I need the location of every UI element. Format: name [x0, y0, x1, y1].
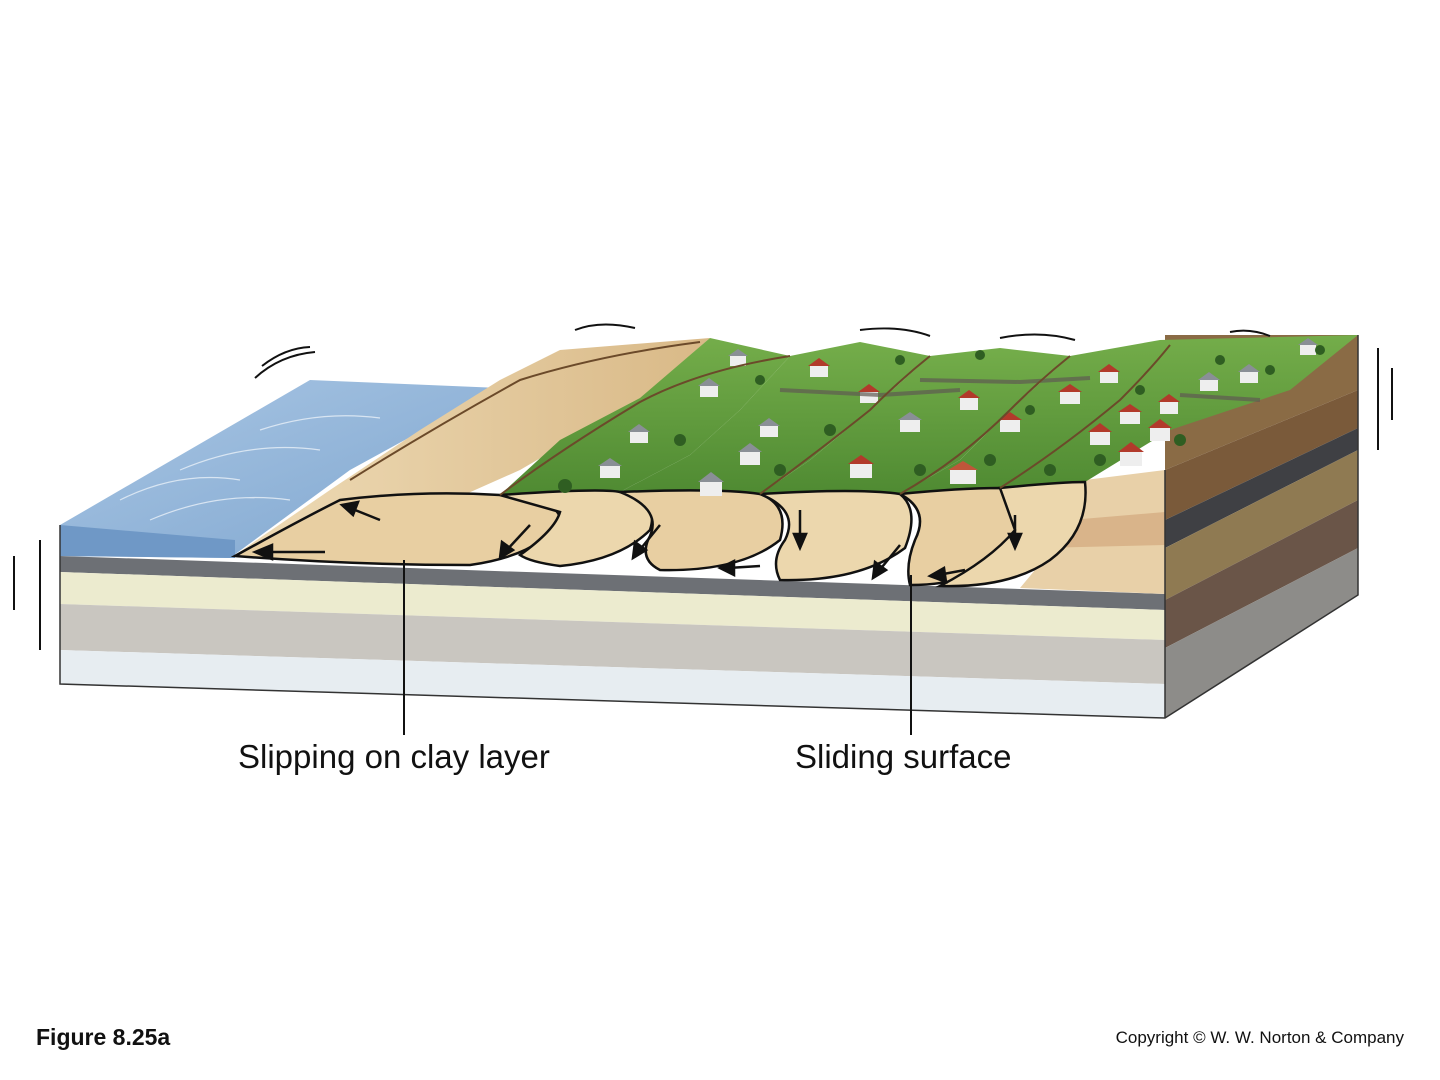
- slip-arrows: [251, 500, 1023, 584]
- house-icon: [1298, 338, 1318, 355]
- callout-leaders: [403, 560, 912, 735]
- grass-block-1: [500, 338, 790, 495]
- tree-icon: [774, 464, 786, 476]
- house-icon: [758, 418, 780, 437]
- arrow-rot-6-head: [871, 559, 889, 581]
- figure-number: Figure 8.25a: [36, 1024, 171, 1050]
- side-brown: [1165, 390, 1358, 520]
- tree-icon: [824, 424, 836, 436]
- house-icon: [698, 378, 720, 397]
- house-icon: [738, 443, 762, 465]
- shake-mark: [999, 333, 1076, 341]
- arrow-clay-slip-head: [251, 543, 274, 561]
- house-icon: [948, 461, 978, 484]
- house-icon: [598, 458, 622, 478]
- arrow-rot-4-head: [792, 532, 808, 552]
- copyright-notice: Copyright © W. W. Norton & Company: [1115, 1028, 1404, 1047]
- tree-icon: [984, 454, 996, 466]
- water-front-face: [60, 525, 235, 558]
- shaking-marks: [13, 323, 1393, 650]
- tree-icon: [1265, 365, 1275, 375]
- stratum-cream-front: [60, 572, 1165, 640]
- callout-sliding-surface-label: Sliding surface: [795, 738, 1012, 775]
- arrow-rot-5-head: [717, 558, 736, 578]
- stratum-pale-front: [60, 650, 1165, 718]
- tree-icon: [1215, 355, 1225, 365]
- callout-clay-layer-label: Slipping on clay layer: [238, 738, 550, 775]
- lake-water: [60, 380, 500, 558]
- tree-icon: [558, 479, 572, 493]
- scarp-line: [759, 355, 931, 495]
- scarp-line: [999, 344, 1171, 489]
- shake-mark: [859, 327, 931, 337]
- arrow-rot-2-head: [498, 539, 516, 561]
- tree-icon: [975, 350, 985, 360]
- trees: [558, 345, 1325, 493]
- tree-icon: [674, 434, 686, 446]
- house-icon: [958, 390, 980, 410]
- water-surface: [60, 380, 500, 558]
- house-icon: [998, 412, 1022, 432]
- house-icon: [808, 358, 830, 377]
- tree-icon: [914, 464, 926, 476]
- side-purple-brown: [1165, 500, 1358, 648]
- tree-icon: [1044, 464, 1056, 476]
- arrow-rot-8-head: [927, 566, 948, 584]
- slump-face-4: [759, 489, 913, 582]
- road: [779, 388, 961, 398]
- house-icon: [1158, 394, 1180, 414]
- houses: [598, 338, 1318, 496]
- block-outline: [59, 335, 1359, 719]
- tree-icon: [895, 355, 905, 365]
- side-tan: [1165, 450, 1358, 600]
- arrow-scarp-1-head: [339, 500, 360, 518]
- shake-mark: [254, 351, 316, 379]
- house-icon: [1198, 372, 1220, 391]
- side-gray: [1165, 548, 1358, 718]
- house-icon: [628, 424, 650, 443]
- arrow-rot-3-head: [631, 539, 649, 561]
- tree-icon: [1315, 345, 1325, 355]
- house-icon: [698, 472, 724, 496]
- road: [919, 376, 1091, 385]
- house-icon: [1118, 442, 1144, 466]
- tree-icon: [1174, 434, 1186, 446]
- tree-icon: [755, 375, 765, 385]
- side-dark-clay: [1165, 428, 1358, 548]
- scarp-line: [349, 341, 701, 481]
- tree-icon: [1135, 385, 1145, 395]
- house-icon: [1148, 419, 1172, 441]
- tree-icon: [1094, 454, 1106, 466]
- shake-mark: [574, 323, 636, 331]
- house-icon: [1058, 384, 1082, 404]
- slump-block-faces: [230, 480, 1087, 588]
- scarp-lines: [349, 341, 1171, 496]
- house-icon: [898, 412, 922, 432]
- house-icon: [728, 349, 748, 366]
- stratum-dark-clay-front: [60, 556, 1165, 610]
- scarp-line: [899, 355, 1071, 495]
- front-face-strata: [60, 556, 1165, 718]
- shake-mark: [261, 346, 311, 367]
- house-icon: [848, 455, 874, 478]
- scarp-line: [499, 355, 791, 496]
- arrow-rot-7-head: [1007, 532, 1023, 552]
- house-icon: [858, 384, 880, 403]
- grass-block-2: [620, 342, 930, 494]
- stratum-gray-front: [60, 604, 1165, 684]
- roads: [779, 376, 1261, 402]
- house-icon: [1098, 364, 1120, 383]
- house-icon: [1088, 423, 1112, 445]
- water-ripples: [119, 415, 381, 521]
- house-icon: [1238, 364, 1260, 383]
- tree-icon: [1025, 405, 1035, 415]
- slump-face-2: [499, 489, 654, 568]
- road: [1179, 393, 1261, 402]
- house-icon: [1118, 404, 1142, 424]
- shake-mark: [1229, 329, 1271, 337]
